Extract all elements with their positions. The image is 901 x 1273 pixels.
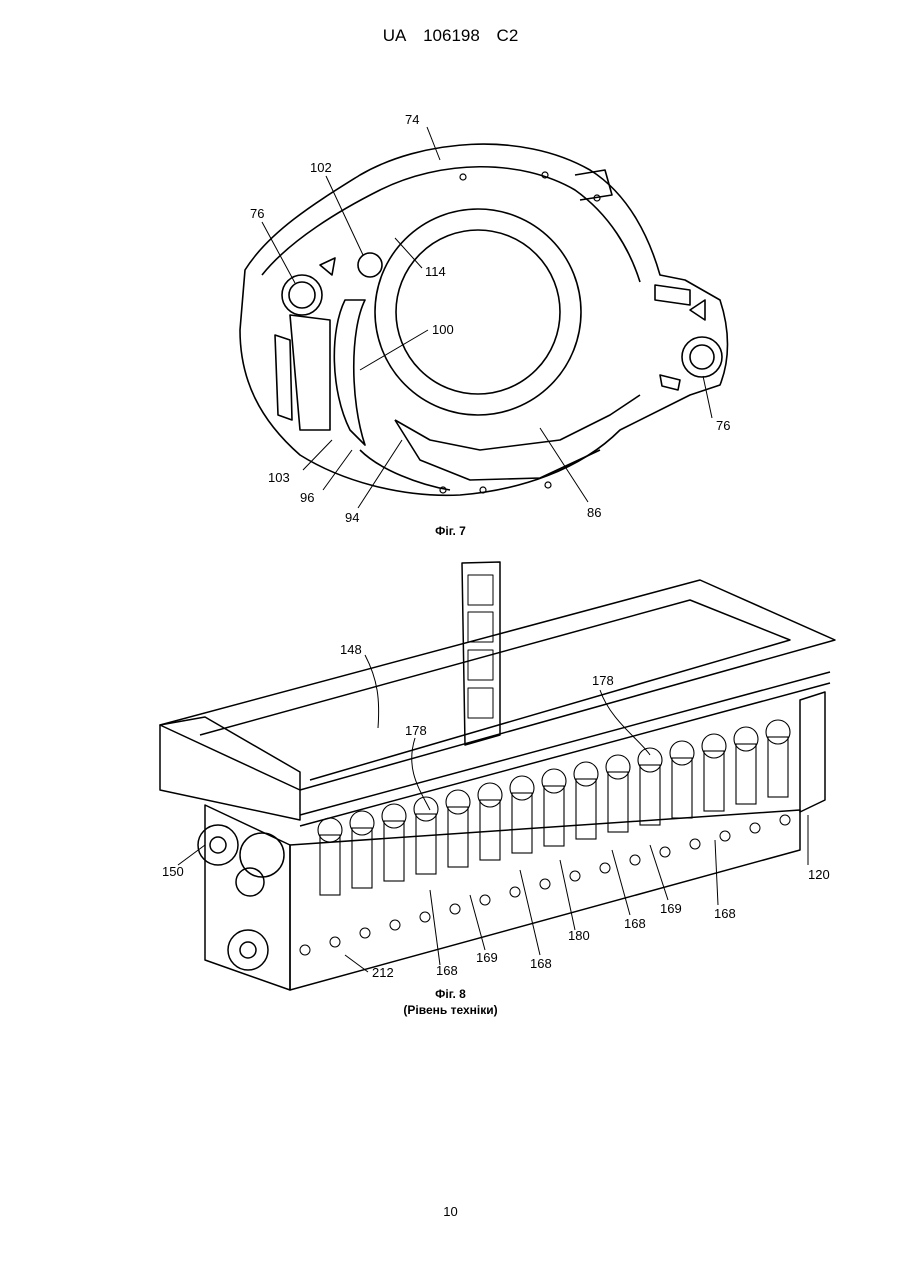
label-120: 120: [808, 867, 830, 882]
figure-8-caption: Фіг. 8: [0, 987, 901, 1001]
figure-8-subcaption: (Рівень техніки): [0, 1003, 901, 1017]
label-94: 94: [345, 510, 359, 525]
label-150: 150: [162, 864, 184, 879]
label-114: 114: [425, 264, 446, 279]
top-frame: [160, 580, 835, 790]
label-178-right: 178: [592, 673, 614, 688]
label-212: 212: [372, 965, 394, 980]
page-number: 10: [0, 1204, 901, 1219]
label-169-b: 169: [660, 901, 682, 916]
label-168-a: 168: [436, 963, 458, 978]
label-96: 96: [300, 490, 314, 505]
patent-header: UA 106198 C2: [0, 26, 901, 46]
label-74: 74: [405, 112, 419, 127]
label-148: 148: [340, 642, 362, 657]
left-end-plate: [160, 717, 300, 820]
housing-outline: [240, 144, 728, 495]
label-168-b: 168: [530, 956, 552, 971]
label-76-right: 76: [716, 418, 730, 433]
patent-kind: C2: [497, 26, 519, 45]
label-102: 102: [310, 160, 332, 175]
label-168-d: 168: [714, 906, 736, 921]
label-86: 86: [587, 505, 601, 520]
label-168-c: 168: [624, 916, 646, 931]
figure-7-caption: Фіг. 7: [0, 524, 901, 538]
patent-number: 106198: [423, 26, 480, 45]
front-panel-holes: [300, 815, 790, 955]
label-169-a: 169: [476, 950, 498, 965]
figure-7-drawing: 74 102 76 114 100 76 103 96 94 86: [200, 100, 760, 530]
country-code: UA: [383, 26, 407, 45]
label-180: 180: [568, 928, 590, 943]
label-178-left: 178: [405, 723, 427, 738]
label-76-left: 76: [250, 206, 264, 221]
label-103: 103: [268, 470, 290, 485]
label-100: 100: [432, 322, 454, 337]
right-end-plate: [800, 692, 825, 812]
figure-8-drawing: 148 178 178 150 120 212 168 169 168 180 …: [150, 555, 850, 995]
